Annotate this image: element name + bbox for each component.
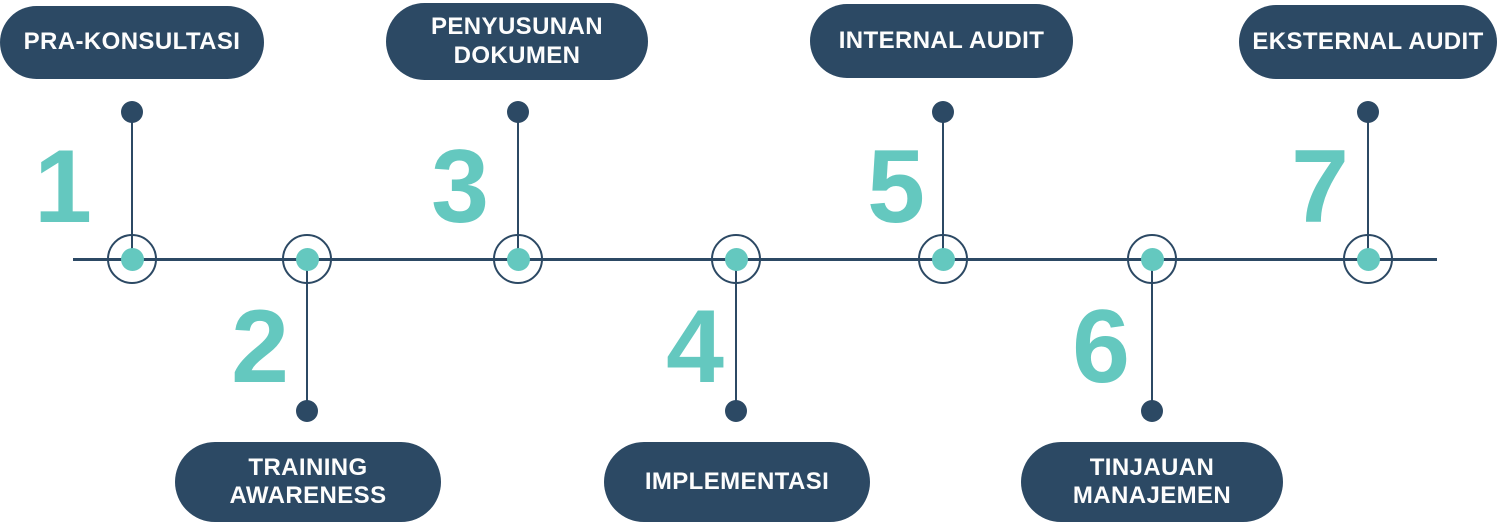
step-5-label: INTERNAL AUDIT (838, 26, 1045, 54)
connector-line (516, 112, 520, 259)
connector-line (734, 259, 738, 411)
connector-dot (1357, 101, 1379, 123)
timeline-node-dot (1356, 247, 1380, 271)
timeline-node-dot (931, 247, 955, 271)
timeline-node-ring (107, 234, 157, 284)
step-3-label-pill: PENYUSUNAN DOKUMEN (386, 3, 648, 80)
step-2-number: 2 (231, 289, 289, 405)
step-3-label: PENYUSUNAN DOKUMEN (430, 13, 604, 69)
step-5-label-pill: INTERNAL AUDIT (810, 4, 1073, 78)
connector-dot (507, 101, 529, 123)
timeline-node-ring (1343, 234, 1393, 284)
step-1-label: PRA-KONSULTASI (23, 28, 241, 56)
timeline-node-ring (493, 234, 543, 284)
step-5-number: 5 (867, 129, 925, 245)
connector-line (130, 112, 134, 259)
timeline-node-dot (295, 247, 319, 271)
step-6-number: 6 (1072, 289, 1130, 405)
step-2-label-pill: TRAINING AWARENESS (175, 442, 441, 522)
timeline-node-ring (918, 234, 968, 284)
timeline-node-dot (120, 247, 144, 271)
timeline-node-dot (506, 247, 530, 271)
connector-line (1366, 112, 1370, 259)
connector-line (941, 112, 945, 259)
timeline-node-ring (1127, 234, 1177, 284)
step-3-number: 3 (431, 129, 489, 245)
timeline-node-dot (1140, 247, 1164, 271)
step-4-number: 4 (666, 289, 724, 405)
timeline-node-ring (282, 234, 332, 284)
step-4-label: IMPLEMENTASI (644, 467, 830, 495)
step-4-label-pill: IMPLEMENTASI (604, 442, 870, 522)
step-7-label: EKSTERNAL AUDIT (1252, 27, 1484, 55)
connector-dot (296, 400, 318, 422)
connector-dot (932, 101, 954, 123)
timeline-node-ring (711, 234, 761, 284)
connector-line (305, 259, 309, 411)
step-1-number: 1 (34, 129, 92, 245)
step-6-label: TINJAUAN MANAJEMEN (1072, 453, 1232, 509)
step-1-label-pill: PRA-KONSULTASI (0, 6, 264, 79)
connector-dot (1141, 400, 1163, 422)
connector-dot (121, 101, 143, 123)
step-7-label-pill: EKSTERNAL AUDIT (1239, 5, 1497, 79)
step-7-number: 7 (1291, 129, 1349, 245)
connector-line (1150, 259, 1154, 411)
timeline-node-dot (724, 247, 748, 271)
step-2-label: TRAINING AWARENESS (229, 453, 387, 509)
connector-dot (725, 400, 747, 422)
step-6-label-pill: TINJAUAN MANAJEMEN (1021, 442, 1283, 522)
